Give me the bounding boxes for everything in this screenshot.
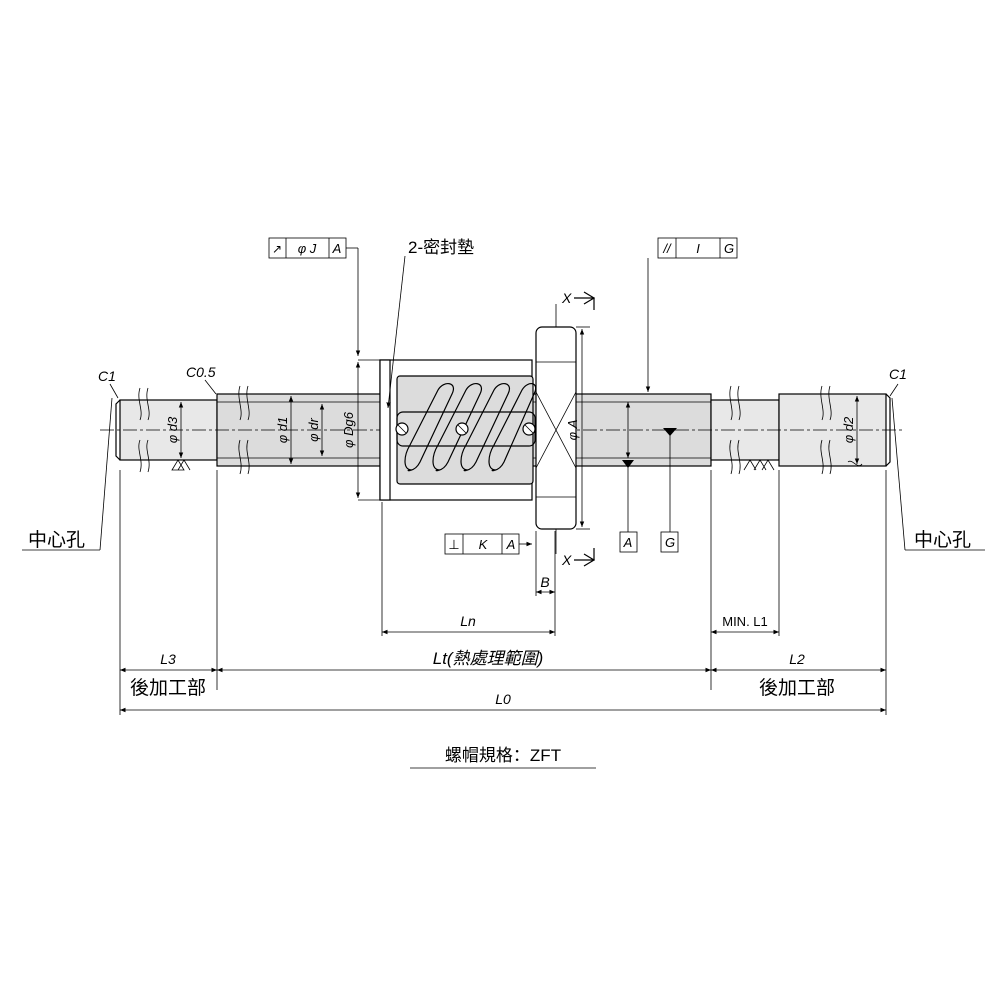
phi-a-label: φ A [565,420,580,441]
perpendicular-tolerance: K [479,537,489,552]
x-top-label: X [561,290,572,306]
post-machining-left-label: 後加工部 [130,677,206,699]
runout-tolerance: φ J [298,241,317,256]
parallel-datum: G [724,241,734,256]
datum-boxes: A G [619,531,679,553]
lt-label: Lt(熱處理範圍) [433,649,544,668]
phi-d1-label: φ d1 [275,417,290,444]
datum-a: A [623,535,633,550]
phi-d3-label: φ d3 [165,416,180,443]
labels: C1 C0.5 C1 2-密封墊 中心孔 中心孔 φ d3 φ d1 φ dr … [28,238,971,765]
surface-marks [171,459,775,471]
runout-datum: A [332,241,342,256]
min-l1-label: MIN. L1 [722,614,768,629]
perpendicular-datum: A [506,537,516,552]
seal-left [379,359,391,501]
nut-spec-label: 螺帽規格：ZFT [445,746,561,765]
perpendicular-symbol: ⊥ [448,537,459,552]
phi-dr-label: φ dr [306,418,321,442]
x-bottom-label: X [561,552,572,568]
dimension-lines [22,247,985,769]
center-hole-right-label: 中心孔 [914,529,971,551]
b-label: B [540,574,549,590]
left-chamfer [115,399,121,461]
l2-label: L2 [789,651,805,667]
ball-nut [379,326,577,530]
c05-label: C0.5 [186,364,216,380]
runout-symbol: ↗ [272,242,282,256]
runout-frame: ↗ φ J A [268,237,347,259]
parallel-frame: // I G [657,237,738,259]
c1-right-label: C1 [889,366,907,382]
parallel-tolerance: I [696,241,700,256]
l3-label: L3 [160,651,176,667]
ln-label: Ln [460,613,476,629]
post-machining-right-label: 後加工部 [759,677,835,699]
l0-label: L0 [495,691,511,707]
phi-d2-label: φ d2 [841,416,856,443]
perpendicular-frame: ⊥ K A [444,533,520,555]
phi-dg6-label: φ Dg6 [341,411,356,448]
datum-g: G [665,535,675,550]
seal-label: 2-密封墊 [408,238,474,257]
parallel-symbol: // [662,241,672,256]
center-hole-left-label: 中心孔 [28,529,85,551]
c1-left-label: C1 [98,368,116,384]
